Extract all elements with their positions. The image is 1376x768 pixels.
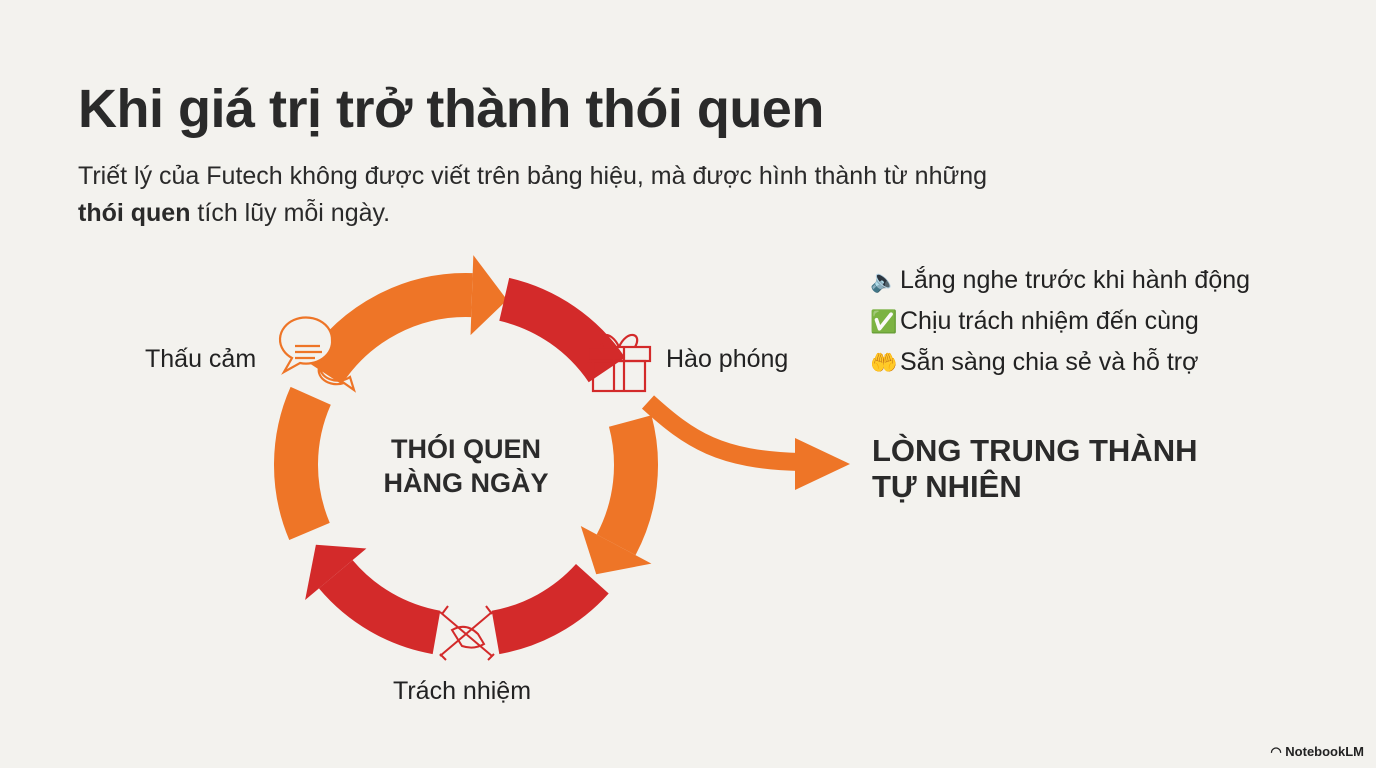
speaker-icon: 🔈 bbox=[870, 268, 898, 293]
check-icon: ✅ bbox=[870, 309, 898, 334]
node-label-responsibility: Trách nhiệm bbox=[393, 677, 532, 705]
node-label-generosity: Hào phóng bbox=[666, 345, 789, 373]
subtitle-text: Triết lý của Futech không được viết trên… bbox=[78, 162, 988, 190]
behavior-text: Lắng nghe trước khi hành động bbox=[900, 266, 1251, 294]
joined-hands-icon bbox=[439, 605, 495, 661]
open-hands-icon: 🤲 bbox=[870, 350, 898, 375]
speech-bubbles-icon bbox=[278, 316, 356, 393]
cycle-arc bbox=[304, 273, 473, 385]
cycle-arc bbox=[274, 386, 332, 541]
behavior-text: Sẵn sàng chia sẻ và hỗ trợ bbox=[900, 348, 1199, 376]
cycle-arc bbox=[318, 559, 441, 655]
behavior-item: ✅Chịu trách nhiệm đến cùng bbox=[870, 301, 1250, 342]
gift-icon bbox=[586, 333, 652, 393]
behavior-text: Chịu trách nhiệm đến cùng bbox=[900, 307, 1199, 335]
cycle-arrowhead bbox=[305, 544, 367, 600]
node-label-empathy: Thấu cảm bbox=[145, 345, 257, 373]
center-line-2: HÀNG NGÀY bbox=[383, 468, 549, 498]
cycle-arc bbox=[596, 415, 658, 556]
cycle-arrowhead bbox=[580, 526, 652, 575]
subtitle-text-end: tích lũy mỗi ngày. bbox=[190, 199, 391, 227]
result-label: LÒNG TRUNG THÀNH TỰ NHIÊN bbox=[872, 433, 1197, 505]
output-arrowhead bbox=[795, 438, 850, 490]
brand-text: NotebookLM bbox=[1285, 744, 1364, 759]
result-line-2: TỰ NHIÊN bbox=[872, 469, 1022, 504]
center-line-1: THÓI QUEN bbox=[390, 434, 541, 464]
cycle-center-label: THÓI QUEN HÀNG NGÀY bbox=[366, 432, 566, 500]
behavior-list: 🔈Lắng nghe trước khi hành động ✅Chịu trá… bbox=[870, 260, 1250, 383]
cycle-arc bbox=[491, 563, 609, 655]
cycle-arrowhead bbox=[470, 255, 508, 336]
slide-title: Khi giá trị trở thành thói quen bbox=[78, 79, 824, 139]
output-arrow bbox=[641, 395, 801, 471]
behavior-item: 🤲Sẵn sàng chia sẻ và hỗ trợ bbox=[870, 342, 1250, 383]
subtitle-bold: thói quen bbox=[78, 199, 191, 227]
slide-subtitle: Triết lý của Futech không được viết trên… bbox=[78, 158, 1038, 232]
behavior-item: 🔈Lắng nghe trước khi hành động bbox=[870, 260, 1250, 301]
result-line-1: LÒNG TRUNG THÀNH bbox=[872, 433, 1198, 468]
cycle-arc bbox=[498, 277, 626, 383]
brand-watermark: ◠ NotebookLM bbox=[1270, 744, 1364, 759]
